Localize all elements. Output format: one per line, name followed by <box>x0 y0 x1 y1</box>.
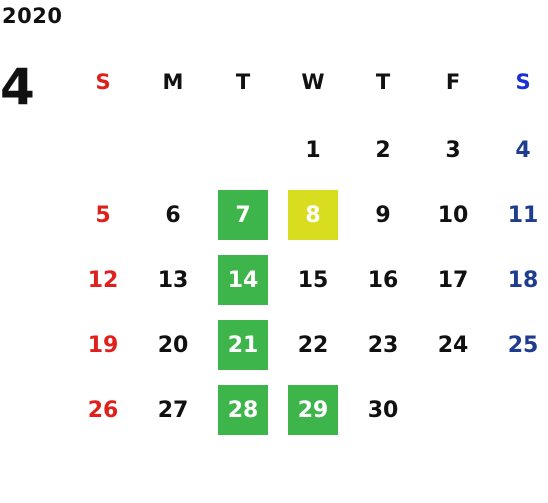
day-cell[interactable]: 9 <box>375 202 391 228</box>
day-cell[interactable]: 25 <box>507 332 539 358</box>
weekday-header-friday: F <box>445 70 461 94</box>
day-cell[interactable]: 10 <box>437 202 469 228</box>
day-cell[interactable]: 20 <box>157 332 189 358</box>
empty-day-cell <box>218 125 268 175</box>
day-cell[interactable]: 16 <box>367 267 399 293</box>
day-cell[interactable]: 24 <box>437 332 469 358</box>
year-label: 2020 <box>2 4 63 28</box>
day-cell[interactable]: 23 <box>367 332 399 358</box>
day-cell-highlighted[interactable]: 28 <box>218 385 268 435</box>
day-cell[interactable]: 12 <box>87 267 119 293</box>
day-cell-highlighted[interactable]: 29 <box>288 385 338 435</box>
day-cell[interactable]: 5 <box>95 202 111 228</box>
day-cell[interactable]: 4 <box>515 137 531 163</box>
week-row: 12 13 14 15 16 17 18 <box>68 255 548 320</box>
day-cell-highlighted[interactable]: 7 <box>218 190 268 240</box>
week-row: 26 27 28 29 30 <box>68 385 548 450</box>
month-label: 4 <box>0 58 35 116</box>
day-cell[interactable]: 27 <box>157 397 189 423</box>
day-cell[interactable]: 19 <box>87 332 119 358</box>
day-cell[interactable]: 11 <box>507 202 539 228</box>
empty-day-cell <box>148 125 198 175</box>
day-cell[interactable]: 17 <box>437 267 469 293</box>
day-cell-highlighted[interactable]: 21 <box>218 320 268 370</box>
empty-day-cell <box>428 385 478 435</box>
day-cell[interactable]: 1 <box>305 137 321 163</box>
day-cell[interactable]: 18 <box>507 267 539 293</box>
day-cell[interactable]: 13 <box>157 267 189 293</box>
weekday-header-row: S M T W T F S <box>68 62 548 102</box>
week-row: 1 2 3 4 <box>68 125 548 190</box>
weekday-header-sunday: S <box>95 70 111 94</box>
day-cell[interactable]: 2 <box>375 137 391 163</box>
day-cell[interactable]: 15 <box>297 267 329 293</box>
day-cell[interactable]: 22 <box>297 332 329 358</box>
week-row: 19 20 21 22 23 24 25 <box>68 320 548 385</box>
day-cell[interactable]: 6 <box>165 202 181 228</box>
weekday-header-tuesday: T <box>235 70 251 94</box>
day-cell[interactable]: 3 <box>445 137 461 163</box>
weekday-header-saturday: S <box>515 70 531 94</box>
weekday-header-monday: M <box>162 70 184 94</box>
day-cell[interactable]: 30 <box>367 397 399 423</box>
empty-day-cell <box>78 125 128 175</box>
weekday-header-wednesday: W <box>301 70 325 94</box>
day-cell[interactable]: 26 <box>87 397 119 423</box>
empty-day-cell <box>498 385 548 435</box>
day-cell-highlighted[interactable]: 8 <box>288 190 338 240</box>
weekday-header-thursday: T <box>375 70 391 94</box>
day-cell-highlighted[interactable]: 14 <box>218 255 268 305</box>
